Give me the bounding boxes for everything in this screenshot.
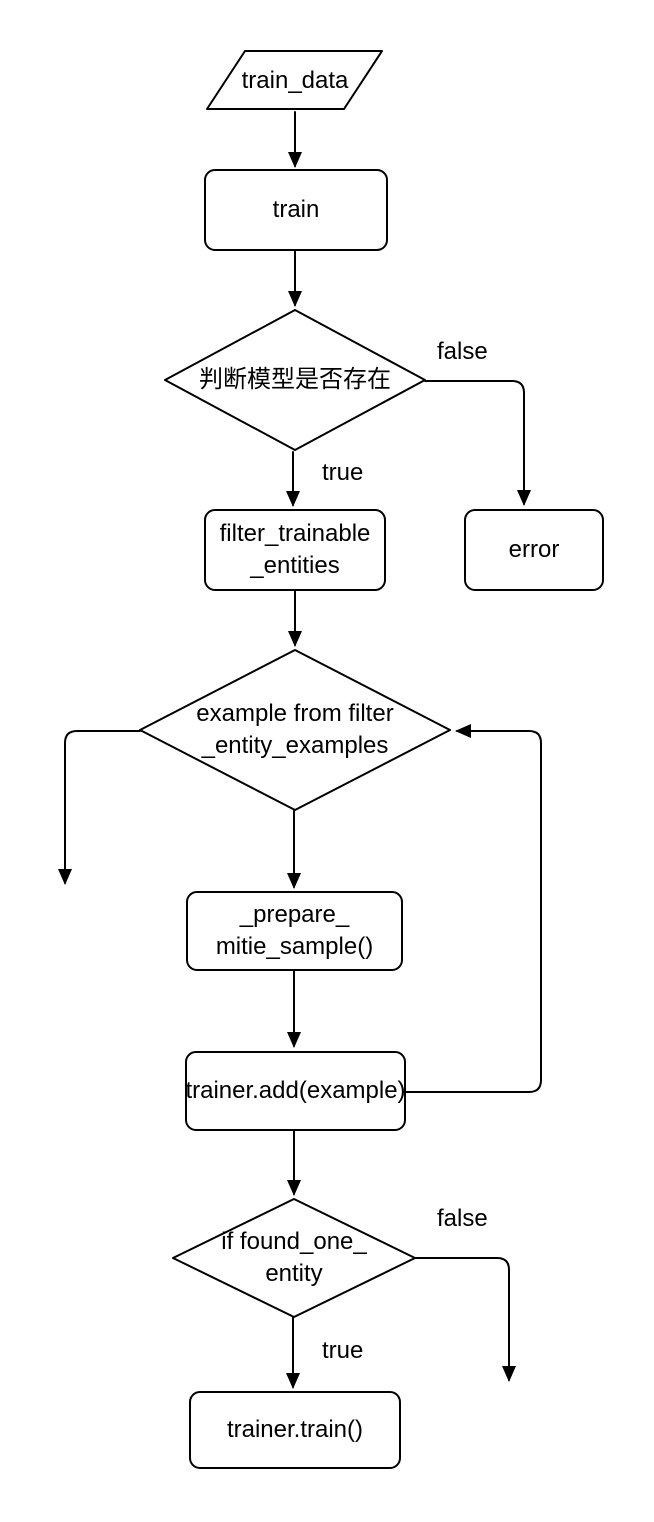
- edge-example-loop-exit-left: [58, 730, 141, 885]
- edge-trainer-add-loop-back: [404, 724, 542, 1093]
- filter-trainable-entities-box: [204, 509, 386, 591]
- check-model-true-label: true: [322, 459, 364, 486]
- train-box: [204, 169, 388, 251]
- edge-if-found-false: [414, 1257, 516, 1382]
- error-label: error: [508, 536, 560, 564]
- train-data-label: train_data: [241, 66, 349, 94]
- prepare-mitie-sample-label: _prepare_ mitie_sample(): [215, 901, 374, 960]
- trainer-train-box: [189, 1391, 401, 1469]
- if-found-false-label: false: [437, 1205, 488, 1232]
- edge-check-model-false-to-error: [424, 380, 531, 506]
- train-label: train: [272, 196, 320, 224]
- prepare-mitie-sample-box: [186, 891, 403, 971]
- error-box: [464, 509, 604, 591]
- check-model-diamond: [164, 309, 426, 451]
- check-model-false-label: false: [437, 338, 488, 365]
- if-found-true-label: true: [322, 1337, 364, 1364]
- example-from-filter-label: example from filter _entity_examples: [196, 700, 394, 759]
- trainer-add-box: [185, 1051, 406, 1131]
- trainer-add-label: trainer.add(example): [185, 1077, 406, 1105]
- check-model-label: 判断模型是否存在: [199, 366, 391, 394]
- if-found-one-entity-diamond: [172, 1198, 416, 1318]
- filter-trainable-entities-label: filter_trainable _entities: [219, 520, 371, 579]
- trainer-train-label: trainer.train(): [226, 1416, 364, 1444]
- example-from-filter-diamond: [139, 649, 451, 811]
- train-data-parallelogram: [206, 50, 383, 110]
- if-found-one-entity-label: if found_one_ entity: [221, 1228, 367, 1287]
